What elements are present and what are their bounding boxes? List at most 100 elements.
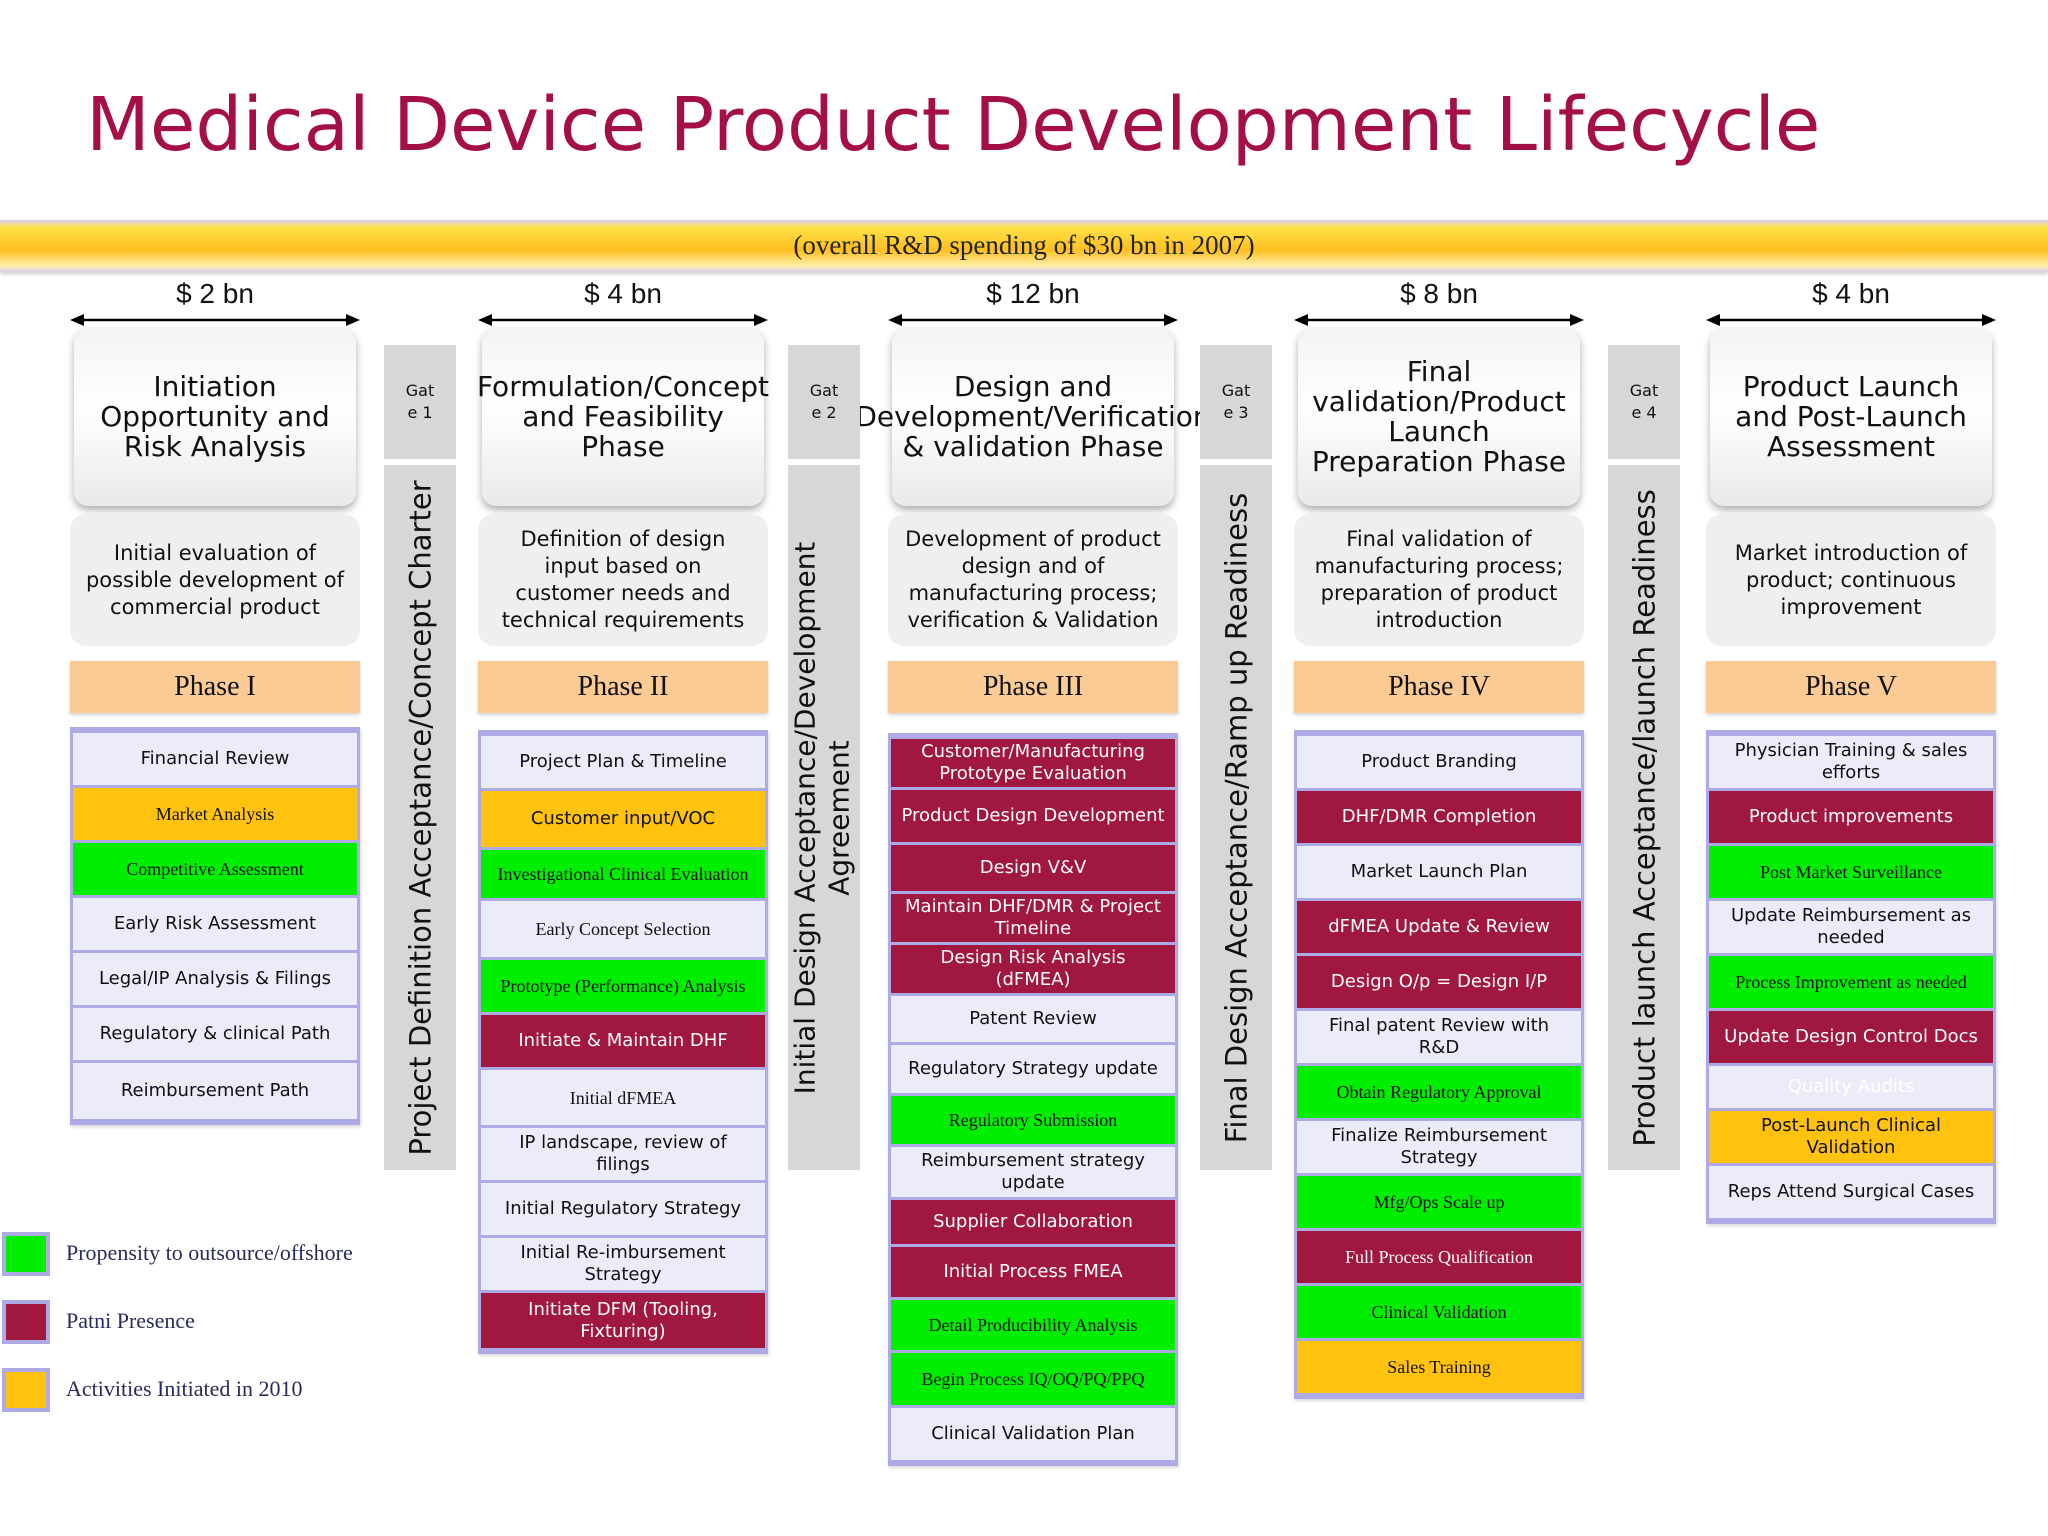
legend-swatch [2, 1300, 50, 1344]
phase-label: Phase II [478, 661, 768, 713]
gate-label: Gate 2 [788, 345, 860, 459]
spend-range-arrow [888, 314, 1178, 326]
gate-milestone-bar: Project Definition Acceptance/Concept Ch… [384, 465, 456, 1170]
phase-spend: $ 4 bn [1812, 278, 1890, 309]
activity-item: Initial Re-imbursement Strategy [481, 1238, 765, 1290]
activity-item: Process Improvement as needed [1709, 956, 1993, 1008]
activity-item: Market Analysis [73, 788, 357, 840]
gate-milestone: Product launch Acceptance/launch Readine… [1627, 488, 1661, 1147]
gate-milestone: Initial Design Acceptance/Development Ag… [788, 541, 855, 1094]
activity-item: Maintain DHF/DMR & Project Timeline [891, 894, 1175, 942]
activity-item: Reps Attend Surgical Cases [1709, 1166, 1993, 1218]
legend-swatch [2, 1232, 50, 1276]
spend-range-arrow [1706, 314, 1996, 326]
phase-title: Formulation/Concept and Feasibility Phas… [477, 328, 769, 506]
activity-item: dFMEA Update & Review [1297, 901, 1581, 953]
activity-item: Regulatory Strategy update [891, 1045, 1175, 1093]
gate-milestone: Final Design Acceptance/Ramp up Readines… [1219, 492, 1253, 1143]
phase-description: Final validation of manufacturing proces… [1294, 514, 1584, 646]
activity-item: Reimbursement Path [73, 1063, 357, 1119]
gate-milestone-bar: Initial Design Acceptance/Development Ag… [788, 465, 860, 1170]
gate-name: Gate 1 [405, 381, 435, 422]
activity-item: Product Branding [1297, 736, 1581, 788]
activity-item: Physician Training & sales efforts [1709, 736, 1993, 788]
phase-title: Initiation Opportunity and Risk Analysis [74, 328, 356, 506]
legend-label: Activities Initiated in 2010 [66, 1376, 303, 1401]
legend-label: Patni Presence [66, 1308, 195, 1333]
phase-label: Phase V [1706, 661, 1996, 713]
legend-swatch [2, 1368, 50, 1412]
activity-item: Customer/Manufacturing Prototype Evaluat… [891, 739, 1175, 787]
activity-item: Clinical Validation Plan [891, 1408, 1175, 1460]
activity-item: Update Design Control Docs [1709, 1011, 1993, 1063]
gate-label: Gate 1 [384, 345, 456, 459]
activity-item: Initial Process FMEA [891, 1247, 1175, 1297]
activity-item: Patent Review [891, 996, 1175, 1042]
gate-label: Gate 3 [1200, 345, 1272, 459]
activity-item: Finalize Reimbursement Strategy [1297, 1121, 1581, 1173]
page-title: Medical Device Product Development Lifec… [86, 82, 1821, 168]
legend-item: Propensity to outsource/offshore [0, 1232, 380, 1280]
phase-title: Product Launch and Post-Launch Assessmen… [1710, 328, 1992, 506]
activity-item: Project Plan & Timeline [481, 736, 765, 788]
activity-item: Clinical Validation [1297, 1286, 1581, 1338]
phase-description: Initial evaluation of possible developme… [70, 514, 360, 646]
phase-title: Design and Development/Verification & va… [855, 328, 1211, 506]
activity-item: Initiate DFM (Tooling, Fixturing) [481, 1293, 765, 1348]
gate-name: Gate 4 [1629, 381, 1659, 422]
activity-item: Initial dFMEA [481, 1070, 765, 1125]
activity-item: Quality Audits [1709, 1066, 1993, 1108]
gate-label: Gate 4 [1608, 345, 1680, 459]
activity-item: IP landscape, review of filings [481, 1128, 765, 1180]
activity-item: Post Market Surveillance [1709, 846, 1993, 898]
gate-milestone-bar: Product launch Acceptance/launch Readine… [1608, 465, 1680, 1170]
activity-item: Update Reimbursement as needed [1709, 901, 1993, 953]
activity-item: Market Launch Plan [1297, 846, 1581, 898]
activity-item: Prototype (Performance) Analysis [481, 960, 765, 1012]
activity-item: Product Design Development [891, 790, 1175, 842]
activity-item: Post-Launch Clinical Validation [1709, 1111, 1993, 1163]
gate-name: Gate 3 [1221, 381, 1251, 422]
activity-item: Full Process Qualification [1297, 1231, 1581, 1283]
spending-note: (overall R&D spending of $30 bn in 2007) [793, 230, 1255, 260]
spend-range-arrow [1294, 314, 1584, 326]
spending-banner: (overall R&D spending of $30 bn in 2007) [0, 220, 2048, 272]
activity-item: Supplier Collaboration [891, 1200, 1175, 1244]
activity-item: Design V&V [891, 845, 1175, 891]
activity-item: DHF/DMR Completion [1297, 791, 1581, 843]
activity-item: Competitive Assessment [73, 843, 357, 895]
phase-spend: $ 2 bn [176, 278, 254, 309]
activity-item: Detail Producibility Analysis [891, 1300, 1175, 1350]
activity-item: Initiate & Maintain DHF [481, 1015, 765, 1067]
activity-item: Sales Training [1297, 1341, 1581, 1393]
phase-spend: $ 4 bn [584, 278, 662, 309]
phase-label: Phase III [888, 661, 1178, 713]
spend-range-arrow [478, 314, 768, 326]
phase-spend: $ 12 bn [986, 278, 1080, 309]
activity-list: Customer/Manufacturing Prototype Evaluat… [888, 733, 1178, 1466]
phase-description: Market introduction of product; continuo… [1706, 514, 1996, 646]
activity-item: Reimbursement strategy update [891, 1147, 1175, 1197]
activity-item: Mfg/Ops Scale up [1297, 1176, 1581, 1228]
phase-label: Phase IV [1294, 661, 1584, 713]
activity-item: Design Risk Analysis (dFMEA) [891, 945, 1175, 993]
activity-item: Financial Review [73, 733, 357, 785]
legend-item: Activities Initiated in 2010 [0, 1368, 380, 1416]
activity-item: Investigational Clinical Evaluation [481, 850, 765, 898]
activity-item: Product improvements [1709, 791, 1993, 843]
activity-item: Legal/IP Analysis & Filings [73, 953, 357, 1005]
activity-item: Early Risk Assessment [73, 898, 357, 950]
gate-name: Gate 2 [809, 381, 839, 422]
gate-milestone-bar: Final Design Acceptance/Ramp up Readines… [1200, 465, 1272, 1170]
legend-item: Patni Presence [0, 1300, 380, 1348]
activity-item: Initial Regulatory Strategy [481, 1183, 765, 1235]
activity-item: Begin Process IQ/OQ/PQ/PPQ [891, 1353, 1175, 1405]
activity-item: Regulatory Submission [891, 1096, 1175, 1144]
phase-label: Phase I [70, 661, 360, 713]
activity-item: Customer input/VOC [481, 791, 765, 847]
activity-item: Final patent Review with R&D [1297, 1011, 1581, 1063]
